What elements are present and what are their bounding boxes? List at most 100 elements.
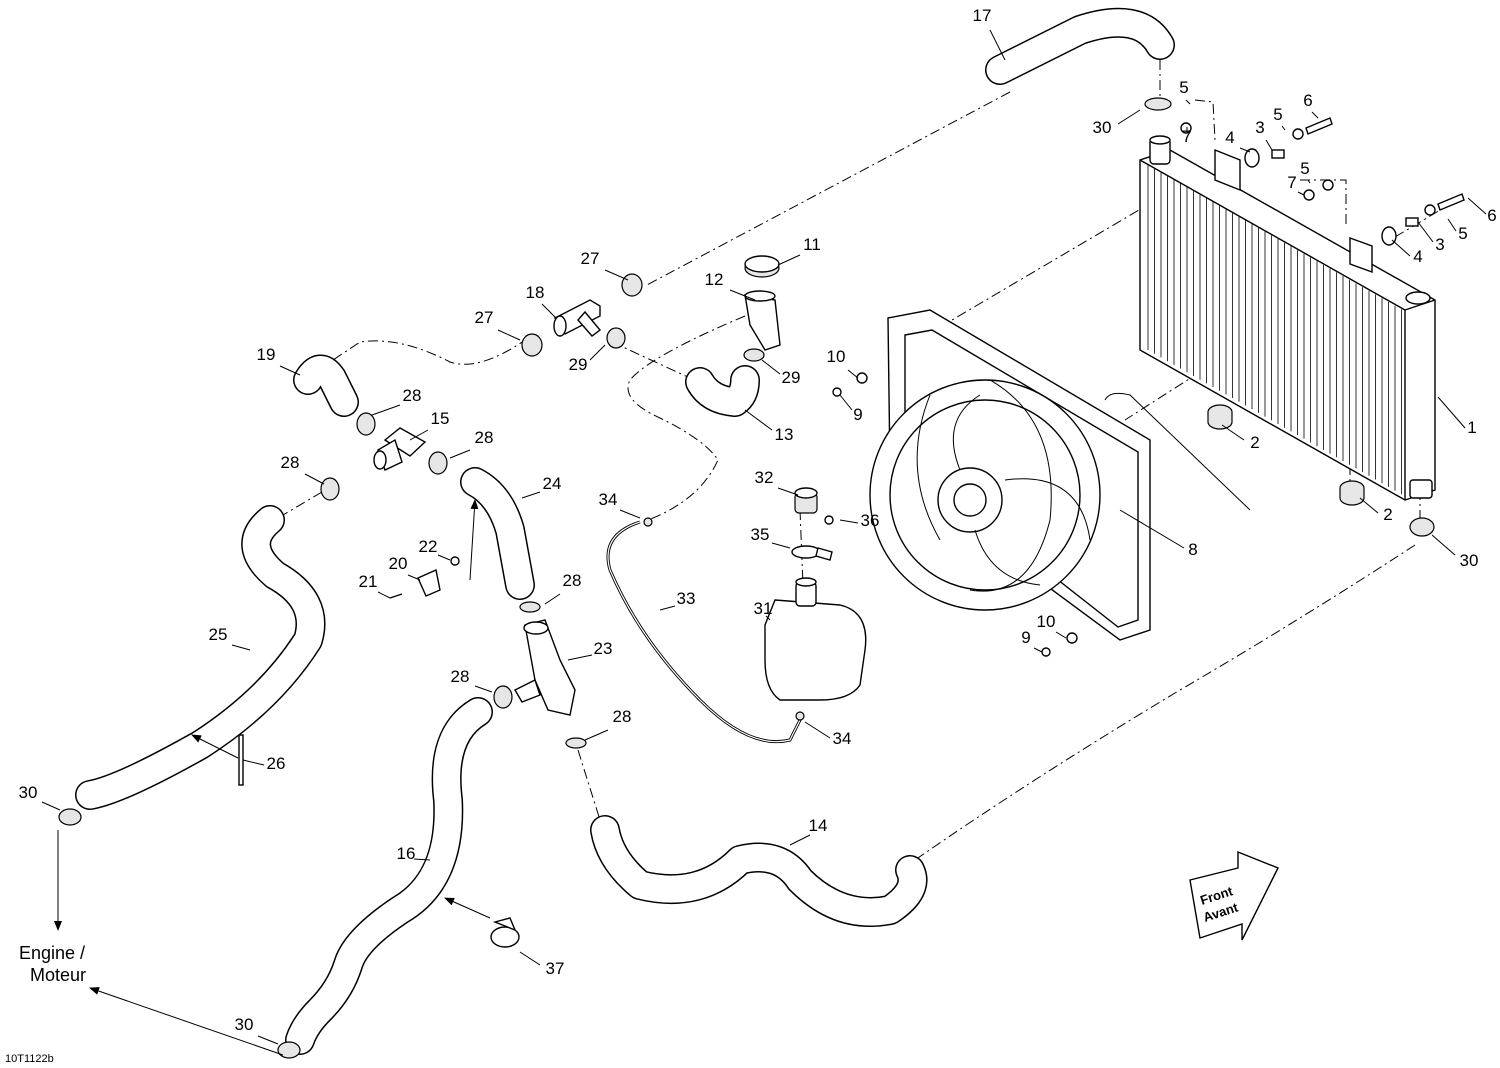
leader-line bbox=[377, 591, 391, 599]
hose-clamps bbox=[58, 97, 1435, 1059]
leader-line bbox=[279, 365, 301, 376]
callout-11: 11 bbox=[803, 235, 821, 254]
leader-line bbox=[1391, 239, 1411, 257]
callout-29: 29 bbox=[782, 368, 801, 387]
callout-6: 6 bbox=[1303, 91, 1312, 110]
callout-4: 4 bbox=[1413, 247, 1422, 266]
leader-line bbox=[1431, 534, 1456, 556]
callout-4: 4 bbox=[1225, 128, 1234, 147]
callout-numbers: 1223344555566778991010111213141516171819… bbox=[19, 6, 1497, 1034]
leader-line bbox=[371, 404, 401, 416]
callout-28: 28 bbox=[281, 453, 300, 472]
callout-27: 27 bbox=[581, 249, 600, 268]
leader-line bbox=[1307, 179, 1311, 184]
callout-19: 19 bbox=[257, 345, 276, 364]
leader-line bbox=[659, 605, 676, 611]
leader-line bbox=[544, 593, 561, 605]
leader-line bbox=[761, 359, 781, 375]
leader-line bbox=[777, 254, 801, 266]
filler-neck-12 bbox=[744, 290, 781, 351]
callout-14: 14 bbox=[809, 816, 828, 835]
radiator-mounting-hardware bbox=[832, 117, 1465, 657]
tank-bracket-35 bbox=[791, 545, 833, 561]
flow-arrows bbox=[54, 499, 491, 1056]
front-direction-arrow: Front Avant bbox=[1189, 850, 1279, 941]
callout-24: 24 bbox=[543, 474, 562, 493]
callout-30: 30 bbox=[1093, 118, 1112, 137]
callout-13: 13 bbox=[775, 425, 794, 444]
leader-line bbox=[1117, 109, 1141, 125]
callout-9: 9 bbox=[853, 405, 862, 424]
y-fitting-18 bbox=[553, 299, 602, 337]
callout-3: 3 bbox=[1255, 118, 1264, 137]
callout-28: 28 bbox=[451, 667, 470, 686]
leader-line bbox=[1311, 111, 1319, 119]
leader-line bbox=[1033, 647, 1043, 653]
hose-14 bbox=[590, 815, 928, 927]
leader-line bbox=[765, 615, 771, 621]
radiator bbox=[1139, 135, 1436, 501]
callout-7: 7 bbox=[1287, 173, 1296, 192]
callout-16: 16 bbox=[397, 844, 416, 863]
leader-line bbox=[604, 269, 629, 281]
leader-line bbox=[41, 801, 61, 811]
callout-5: 5 bbox=[1458, 224, 1467, 243]
hose-19 bbox=[293, 354, 359, 417]
leader-line bbox=[777, 487, 799, 496]
fasteners bbox=[389, 515, 834, 599]
callout-leader-lines bbox=[41, 29, 1487, 1045]
callout-9: 9 bbox=[1021, 628, 1030, 647]
callout-28: 28 bbox=[475, 428, 494, 447]
callout-34: 34 bbox=[599, 490, 618, 509]
overflow-hose-33 bbox=[606, 520, 802, 744]
leader-line bbox=[989, 29, 1006, 61]
expansion-tank-31 bbox=[764, 577, 867, 701]
leader-line bbox=[584, 729, 609, 741]
hose-16 bbox=[285, 697, 493, 1055]
leader-line bbox=[1281, 125, 1286, 131]
callout-30: 30 bbox=[235, 1015, 254, 1034]
leader-line bbox=[1417, 221, 1434, 243]
callout-3: 3 bbox=[1435, 235, 1444, 254]
leader-line bbox=[1055, 631, 1067, 639]
leader-line bbox=[437, 554, 451, 561]
leader-line bbox=[729, 289, 756, 301]
leader-line bbox=[589, 344, 606, 361]
callout-33: 33 bbox=[677, 589, 696, 608]
callout-30: 30 bbox=[19, 783, 38, 802]
leader-line bbox=[231, 644, 251, 651]
leader-line bbox=[1297, 191, 1305, 196]
hose-25 bbox=[75, 505, 326, 810]
callout-25: 25 bbox=[209, 625, 228, 644]
hose-24 bbox=[460, 467, 535, 600]
engine-label-line2: Moteur bbox=[30, 965, 86, 985]
callout-34: 34 bbox=[833, 729, 852, 748]
callout-26: 26 bbox=[267, 754, 286, 773]
callout-5: 5 bbox=[1273, 105, 1282, 124]
leader-line bbox=[847, 369, 859, 379]
callout-28: 28 bbox=[563, 571, 582, 590]
leader-line bbox=[619, 509, 641, 519]
callout-28: 28 bbox=[403, 386, 422, 405]
callout-23: 23 bbox=[594, 639, 613, 658]
leader-line bbox=[744, 409, 773, 431]
callout-10: 10 bbox=[827, 347, 846, 366]
leader-line bbox=[804, 721, 831, 739]
leader-line bbox=[1239, 147, 1251, 153]
leader-line bbox=[407, 574, 421, 581]
callout-37: 37 bbox=[546, 959, 565, 978]
t-fitting-15 bbox=[373, 427, 427, 471]
callout-1: 1 bbox=[1467, 418, 1476, 437]
hose-13 bbox=[685, 365, 760, 417]
callout-10: 10 bbox=[1037, 612, 1056, 631]
callout-5: 5 bbox=[1300, 159, 1309, 178]
leader-line bbox=[257, 1035, 279, 1045]
leader-line bbox=[541, 303, 557, 319]
callout-17: 17 bbox=[973, 6, 992, 25]
leader-line bbox=[521, 491, 541, 499]
leader-line bbox=[413, 858, 431, 861]
hose-clamp-37 bbox=[490, 917, 520, 948]
leader-line bbox=[839, 519, 859, 524]
leader-line bbox=[1437, 396, 1466, 429]
